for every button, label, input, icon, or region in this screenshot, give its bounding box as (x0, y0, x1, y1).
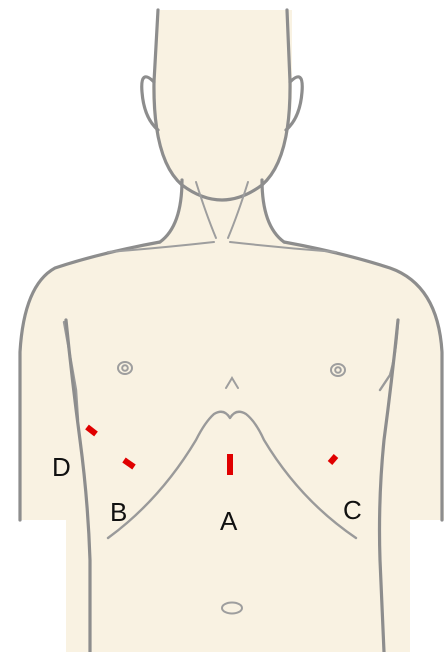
label-c: C (343, 495, 362, 525)
label-d: D (52, 452, 71, 482)
label-a: A (220, 506, 238, 536)
label-b: B (110, 497, 127, 527)
